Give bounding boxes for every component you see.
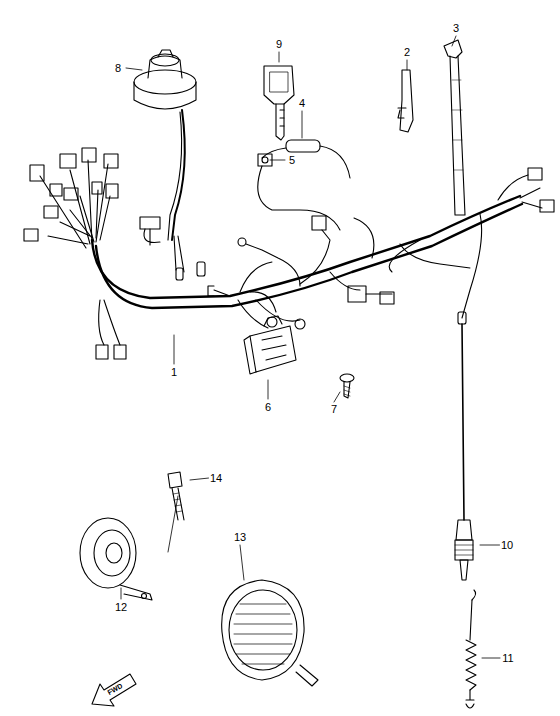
callout-number: 7 [330,404,338,415]
callout-number: 5 [288,155,296,166]
callout-number: 4 [298,98,306,109]
callout-number: 1 [170,367,178,378]
callout-number: 8 [114,63,122,74]
callout-number: 3 [452,23,460,34]
callout-number: 14 [209,473,223,484]
direction-arrow-text: FWD [105,681,124,696]
callout-number: 6 [264,402,272,413]
callout-number: 12 [114,602,128,613]
callout-number: 11 [501,653,514,664]
callout-number: 10 [500,540,514,551]
callout-number: 2 [403,47,411,58]
callout-number: 13 [233,532,247,543]
callout-number: 9 [275,39,283,50]
